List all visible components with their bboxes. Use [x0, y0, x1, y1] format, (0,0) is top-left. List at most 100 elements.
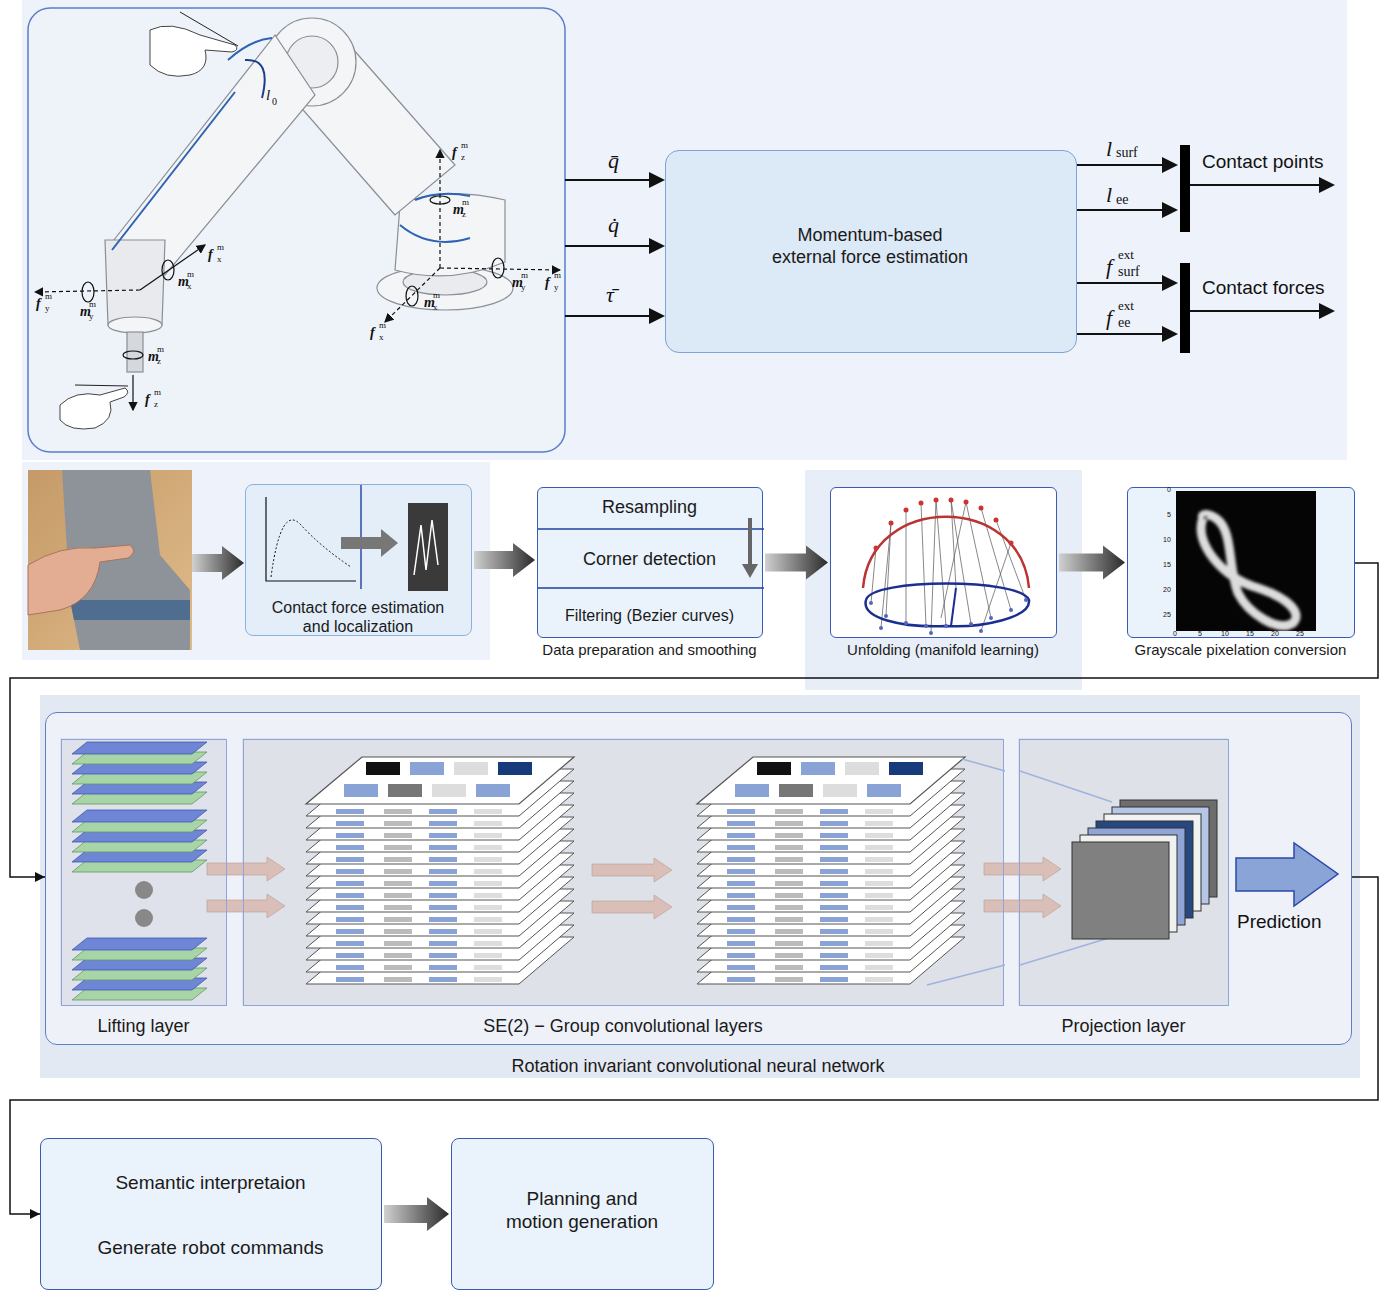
box-label: Contact force estimation and localizatio… — [266, 598, 451, 636]
illustration-part — [592, 895, 672, 919]
math-label: 0 — [272, 97, 277, 107]
illustration-part — [1020, 771, 1112, 802]
illustration-part — [40, 695, 1360, 1078]
illustration-part — [408, 503, 448, 591]
illustration-part — [927, 965, 1005, 985]
illustration-part — [884, 614, 888, 618]
illustration-part — [981, 508, 1011, 610]
illustration-part — [406, 286, 418, 306]
box-label: Unfolding (manifold learning) — [800, 641, 1087, 659]
illustration-part — [879, 626, 883, 630]
math-label: ee — [1118, 316, 1130, 330]
illustration-part — [492, 258, 504, 278]
illustration-part — [979, 629, 983, 633]
connector-part — [765, 546, 828, 580]
illustration-part — [929, 631, 933, 635]
box-label: Planning and motion generation — [500, 1188, 665, 1234]
illustration-part — [951, 588, 956, 626]
process-box: Projection layer — [1019, 739, 1229, 1006]
illustration-part — [75, 385, 128, 386]
illustration-part — [1236, 843, 1338, 906]
illustration-part — [28, 545, 134, 615]
math-label: m — [433, 291, 440, 300]
illustration-part — [1201, 514, 1296, 625]
math-label: m — [217, 243, 224, 252]
process-box: Lifting layer — [61, 739, 227, 1006]
illustration-part — [22, 0, 1347, 460]
illustration-part — [72, 938, 207, 950]
illustration-part — [863, 517, 1029, 588]
output-label: Contact points — [1202, 152, 1323, 171]
illustration-part — [874, 546, 879, 551]
math-label: y — [89, 312, 94, 321]
illustration-part — [538, 587, 764, 589]
math-label: m — [462, 198, 469, 207]
math-label: l — [266, 88, 270, 103]
box-label: Semantic interpretaion — [40, 1172, 382, 1195]
illustration-part — [162, 260, 174, 280]
illustration-part — [592, 858, 672, 882]
process-box: Unfolding (manifold learning) — [830, 487, 1057, 638]
illustration-part — [1072, 800, 1217, 939]
box-label: Filtering (Bezier curves) — [537, 606, 763, 625]
illustration-part — [866, 584, 1029, 627]
math-label: z — [154, 400, 158, 409]
illustration-part — [989, 616, 993, 620]
illustration-part — [1176, 491, 1316, 631]
math-label: z — [462, 210, 466, 219]
illustration-part — [385, 268, 440, 322]
illustration-part — [341, 529, 398, 557]
process-box: Semantic interpretaionGenerate robot com… — [40, 1138, 382, 1290]
flow-arrow — [765, 546, 828, 580]
axis-tick: 10 — [1221, 630, 1229, 637]
illustration-part — [565, 315, 663, 317]
math-label: ee — [1116, 193, 1128, 207]
axis-tick: 5 — [1167, 511, 1171, 518]
connector-part — [1059, 546, 1125, 580]
math-label: m — [89, 300, 96, 309]
illustration-part — [919, 501, 924, 506]
illustration-part — [979, 506, 984, 511]
illustration-part — [440, 268, 560, 270]
math-label: f — [208, 248, 213, 262]
math-label: x — [433, 303, 438, 312]
illustration-part — [108, 317, 162, 333]
illustration-part — [1024, 598, 1028, 602]
illustration-part — [904, 621, 908, 625]
illustration-part — [60, 738, 226, 1005]
math-label: f — [452, 146, 457, 160]
math-label: z — [157, 357, 161, 366]
illustration-part — [271, 520, 351, 577]
pixel-image — [1128, 488, 1356, 639]
illustration-part — [112, 92, 235, 250]
math-label: q̄ — [608, 150, 619, 172]
math-label: m — [521, 271, 528, 280]
illustration-part — [415, 194, 470, 200]
math-label: f — [1106, 256, 1112, 278]
flow-arrow — [984, 857, 1061, 918]
illustration-part — [742, 564, 758, 578]
math-label: y — [45, 304, 50, 313]
axis-tick: 15 — [1246, 630, 1254, 637]
illustration-part — [192, 546, 244, 580]
illustration-part — [1180, 263, 1190, 353]
math-label: f — [545, 276, 550, 290]
math-label: τ̄ — [606, 284, 614, 306]
math-label: surf — [1118, 265, 1140, 279]
flow-arrow — [207, 857, 285, 918]
math-label: m — [45, 292, 52, 301]
illustration-part — [962, 759, 1005, 771]
box-label: Rotation invariant convolutional neural … — [45, 1056, 1352, 1078]
box-label: SE(2) − Group convolutional layers — [243, 1016, 1004, 1038]
illustration-part — [1077, 282, 1176, 284]
illustration-part — [951, 500, 956, 588]
math-label: f — [145, 393, 150, 407]
process-box: Momentum-based external force estimation — [665, 150, 1077, 353]
illustration-part — [697, 757, 965, 984]
math-label: l — [1106, 138, 1112, 160]
math-label: surf — [1116, 146, 1138, 160]
illustration-part — [964, 500, 969, 505]
box-label: Projection layer — [1019, 1016, 1229, 1038]
process-box: Grayscale pixelation conversion — [1127, 487, 1355, 638]
illustration-part — [242, 738, 1003, 1005]
